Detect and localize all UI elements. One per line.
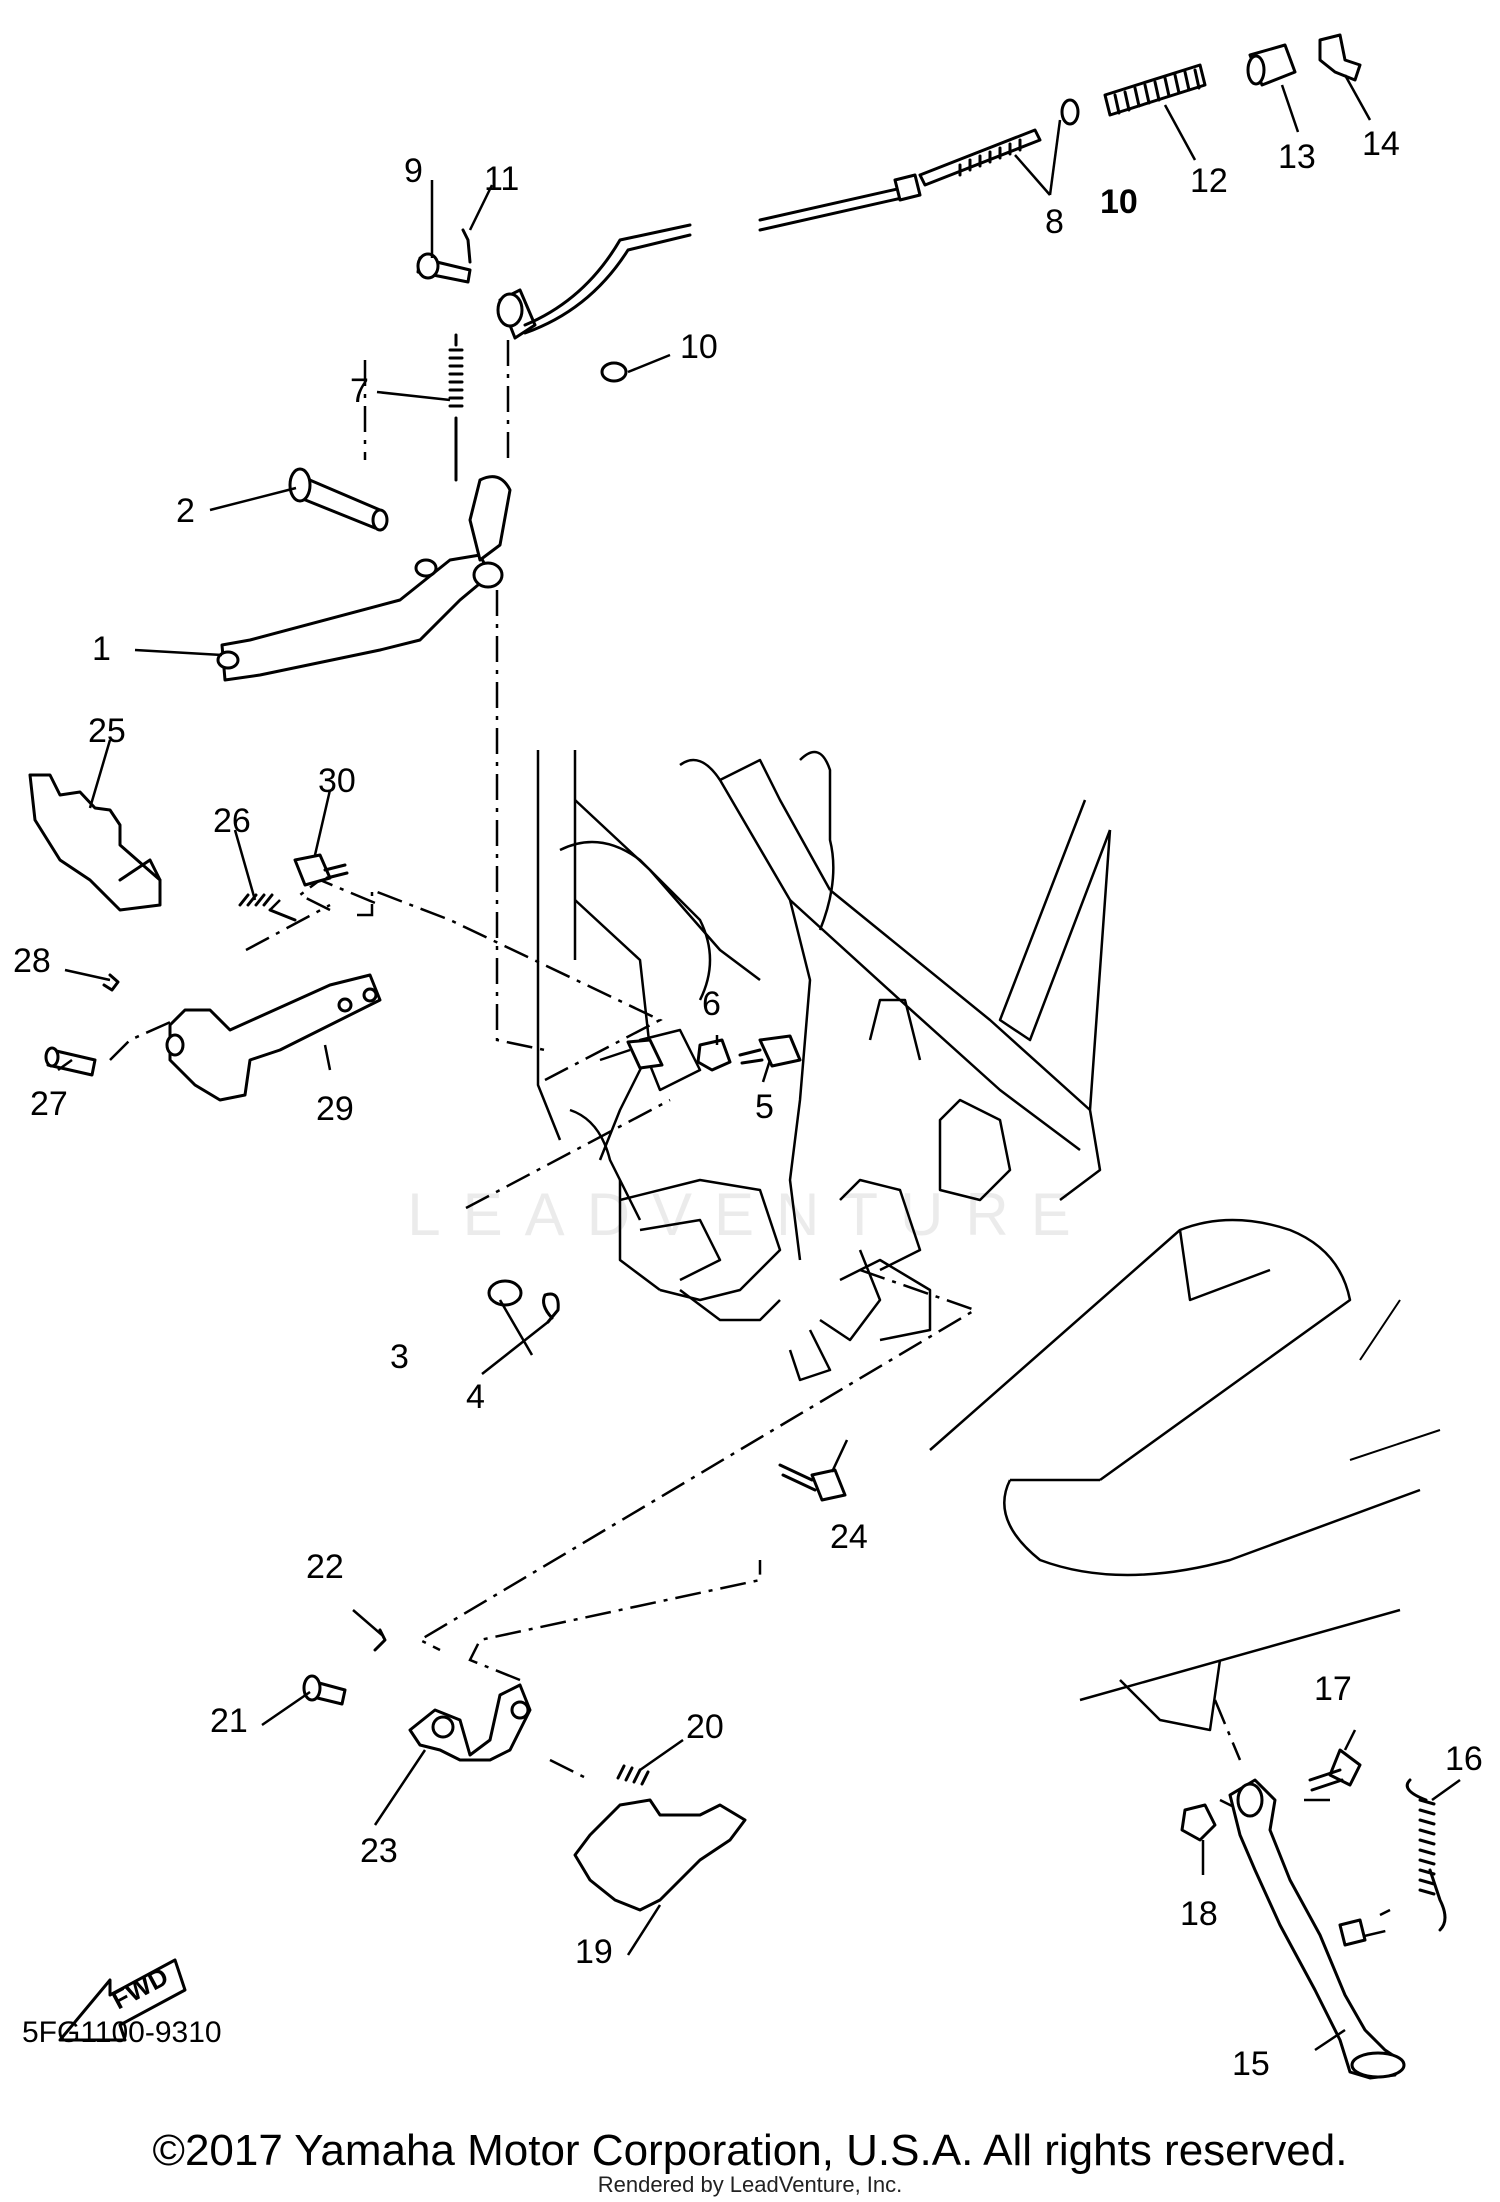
callout-17: 17: [1314, 1670, 1352, 1708]
brake-pedal: [220, 553, 492, 682]
callout-9: 9: [404, 152, 423, 190]
callout-10-upper: 10: [1100, 183, 1138, 221]
circlip: [542, 1292, 560, 1324]
footrest-bracket-right: [408, 1683, 532, 1762]
washer-upper: [1060, 98, 1080, 126]
callout-8: 8: [1045, 203, 1064, 241]
diagram-code: 5FG1100-9310: [22, 2016, 222, 2049]
frame-drawing: [536, 750, 1441, 1732]
footrest-bracket-left: [168, 973, 382, 1102]
sidestand-nut: [1180, 1803, 1217, 1842]
bracket-bolt: [810, 1468, 847, 1502]
callout-11: 11: [484, 160, 519, 198]
callout-28: 28: [13, 942, 51, 980]
callout-30: 30: [318, 762, 356, 800]
return-spring: [448, 348, 464, 408]
callout-2: 2: [176, 492, 195, 530]
callouts: 1 2 3 4 5 6 7 8 9 10 10 11 12 13 14 15 1…: [13, 125, 1483, 2083]
callout-20: 20: [686, 1708, 724, 1746]
rendered-by-notice: Rendered by LeadVenture, Inc.: [597, 2172, 903, 2197]
callout-27: 27: [30, 1085, 68, 1123]
callout-3: 3: [390, 1338, 409, 1376]
cotter-pin-left: [102, 973, 120, 992]
footrest-right: [573, 1798, 747, 1912]
sidestand: [1228, 1778, 1402, 2080]
callout-16: 16: [1445, 1740, 1483, 1778]
adjuster-spring: [1103, 63, 1207, 117]
callout-15: 15: [1232, 2045, 1270, 2083]
callout-26: 26: [213, 802, 251, 840]
fwd-arrow-icon: [58, 1958, 187, 2042]
callout-13: 13: [1278, 138, 1316, 176]
bolt: [758, 1034, 802, 1068]
nut: [696, 1038, 732, 1072]
footrest-spring-left: [238, 893, 297, 922]
callout-7: 7: [350, 372, 369, 410]
footrest-spring-right: [616, 1764, 650, 1786]
parts: [28, 33, 1447, 2080]
assembly-lines: [109, 340, 1391, 1939]
adjusting-nut: [1318, 33, 1362, 82]
watermark: LEADVENTURE: [407, 1181, 1093, 1248]
callout-21: 21: [210, 1702, 248, 1740]
washer-lower: [600, 361, 628, 383]
callout-23: 23: [360, 1832, 398, 1870]
brake-rod: [523, 223, 692, 327]
leader-lines: [57, 74, 1461, 2052]
callout-25: 25: [88, 712, 126, 750]
copyright-notice: ©2017 Yamaha Motor Corporation, U.S.A. A…: [152, 2126, 1348, 2175]
collar: [626, 1038, 664, 1070]
callout-1: 1: [92, 630, 111, 668]
callout-29: 29: [316, 1090, 354, 1128]
callout-14: 14: [1362, 125, 1400, 163]
callout-22: 22: [306, 1548, 344, 1586]
sidestand-bolt: [1328, 1748, 1362, 1787]
callout-24: 24: [830, 1518, 868, 1556]
callout-19: 19: [575, 1933, 613, 1971]
callout-4: 4: [466, 1378, 485, 1416]
sidestand-spring: [1418, 1798, 1436, 1896]
callout-12: 12: [1190, 162, 1228, 200]
callout-10-lower: 10: [680, 328, 718, 366]
callout-6: 6: [702, 985, 721, 1023]
callout-18: 18: [1180, 1895, 1218, 1933]
callout-5: 5: [755, 1088, 774, 1126]
washer: [487, 1279, 523, 1307]
